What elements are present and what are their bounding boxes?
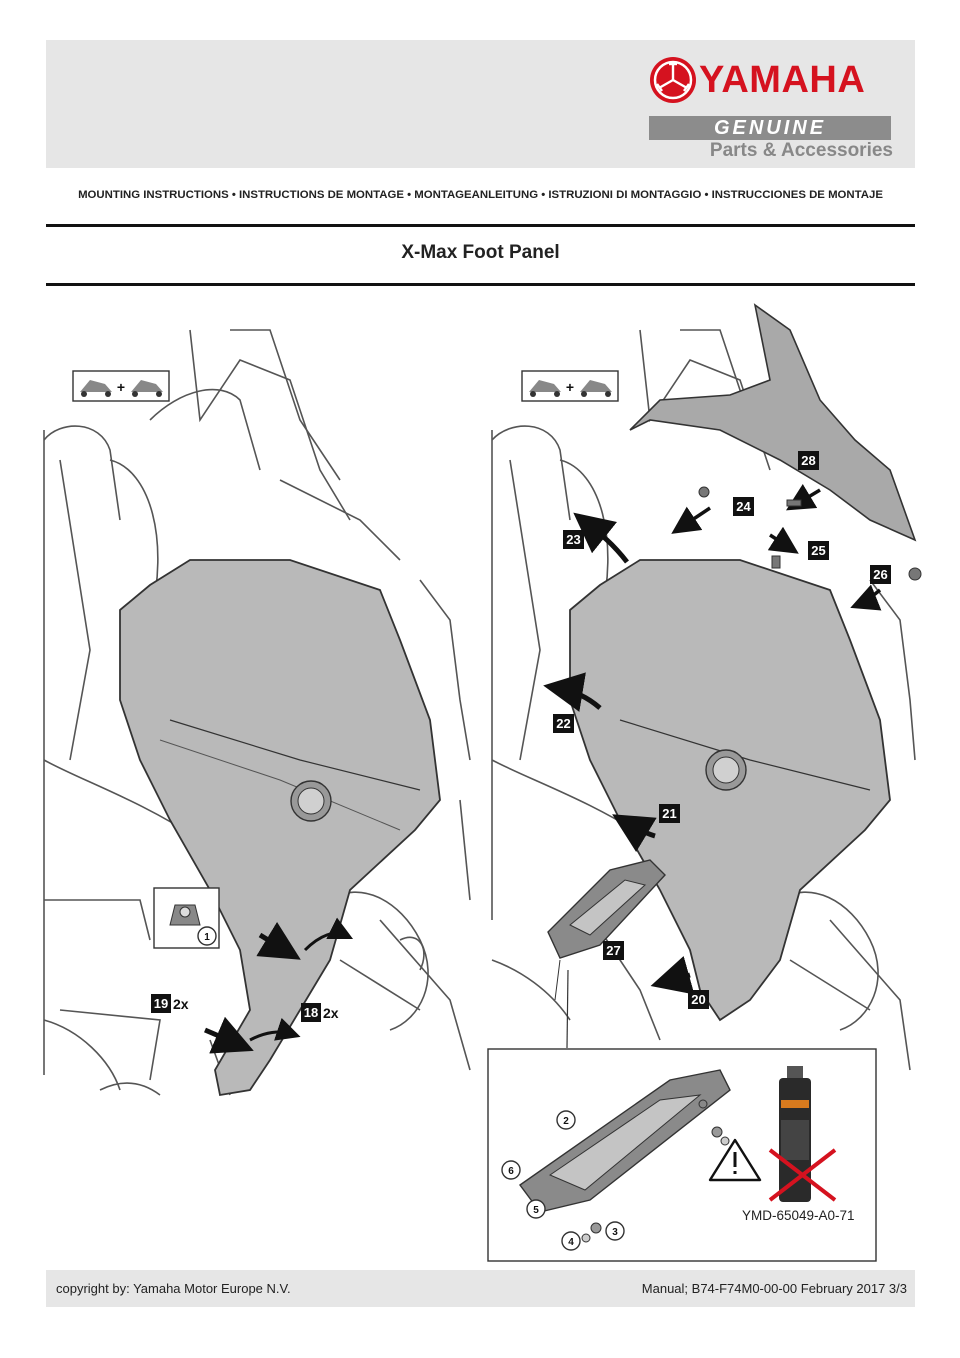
- svg-text:2x: 2x: [173, 996, 189, 1012]
- svg-text:1: 1: [204, 932, 210, 943]
- title-rule: [46, 283, 915, 286]
- genuine-label: GENUINE: [649, 116, 891, 140]
- svg-text:22: 22: [556, 716, 570, 731]
- step-22-badge: 22: [553, 714, 574, 733]
- svg-text:6: 6: [508, 1166, 514, 1177]
- right-figure: 28 24 23 25 26 22 21 27: [487, 303, 922, 1262]
- step-21-badge: 21: [659, 804, 680, 823]
- svg-text:3: 3: [612, 1227, 618, 1238]
- left-foot-panel: [119, 559, 441, 1097]
- motorcycle-combo-icon-right: +: [521, 370, 619, 402]
- svg-text:28: 28: [801, 453, 815, 468]
- svg-text:21: 21: [662, 806, 676, 821]
- svg-text:27: 27: [606, 943, 620, 958]
- windshield: [629, 303, 917, 542]
- svg-text:+: +: [566, 379, 574, 395]
- svg-text:23: 23: [566, 532, 580, 547]
- callout-4: 4: [561, 1231, 581, 1251]
- svg-text:24: 24: [736, 499, 751, 514]
- svg-text:4: 4: [568, 1237, 574, 1248]
- svg-text:19: 19: [154, 996, 168, 1011]
- svg-text:18: 18: [304, 1005, 318, 1020]
- parts-accessories-label: Parts & Accessories: [709, 140, 893, 161]
- step-26-badge: 26: [870, 565, 891, 584]
- callout-1: 1: [197, 926, 217, 946]
- svg-text:26: 26: [873, 567, 887, 582]
- header-banner: YAMAHA GENUINE Parts & Accessories: [46, 40, 915, 168]
- step-25-badge: 25: [808, 541, 829, 560]
- step-19-badge: 19 2x: [151, 994, 189, 1013]
- step-18-badge: 18 2x: [301, 1003, 339, 1022]
- motorcycle-combo-icon: +: [72, 370, 170, 402]
- footer-bar: copyright by: Yamaha Motor Europe N.V. M…: [46, 1270, 915, 1307]
- callout-3: 3: [605, 1221, 625, 1241]
- page-title: X-Max Foot Panel: [401, 242, 560, 263]
- instructions-line: MOUNTING INSTRUCTIONS • INSTRUCTIONS DE …: [78, 189, 883, 201]
- svg-text:2x: 2x: [323, 1005, 339, 1021]
- callout-6: 6: [501, 1160, 521, 1180]
- manual-reference: Manual; B74-F74M0-00-00 February 2017 3/…: [641, 1281, 907, 1296]
- step-24-badge: 24: [733, 497, 754, 516]
- brand-wordmark: YAMAHA: [699, 59, 866, 101]
- step-20-badge: 20: [688, 990, 709, 1009]
- svg-text:2: 2: [563, 1116, 569, 1127]
- svg-text:5: 5: [533, 1205, 539, 1216]
- left-figure: 1 19 2x 18 2x +: [43, 329, 471, 1097]
- svg-text:+: +: [117, 379, 125, 395]
- callout-5: 5: [526, 1199, 546, 1219]
- svg-text:20: 20: [691, 992, 705, 1007]
- warning-triangle-icon: [708, 1138, 762, 1182]
- yamaha-logo: YAMAHA GENUINE Parts & Accessories: [647, 54, 897, 162]
- spray-can-crossed-icon: [768, 1066, 837, 1202]
- top-rule: [46, 224, 915, 227]
- step-28-badge: 28: [798, 451, 819, 470]
- step-27-badge: 27: [603, 941, 624, 960]
- tuning-fork-emblem-icon: [650, 57, 696, 103]
- step-23-badge: 23: [563, 530, 584, 549]
- svg-text:25: 25: [811, 543, 825, 558]
- part-number-label: YMD-65049-A0-71: [742, 1208, 855, 1223]
- callout-2: 2: [556, 1110, 576, 1130]
- copyright-text: copyright by: Yamaha Motor Europe N.V.: [56, 1281, 291, 1296]
